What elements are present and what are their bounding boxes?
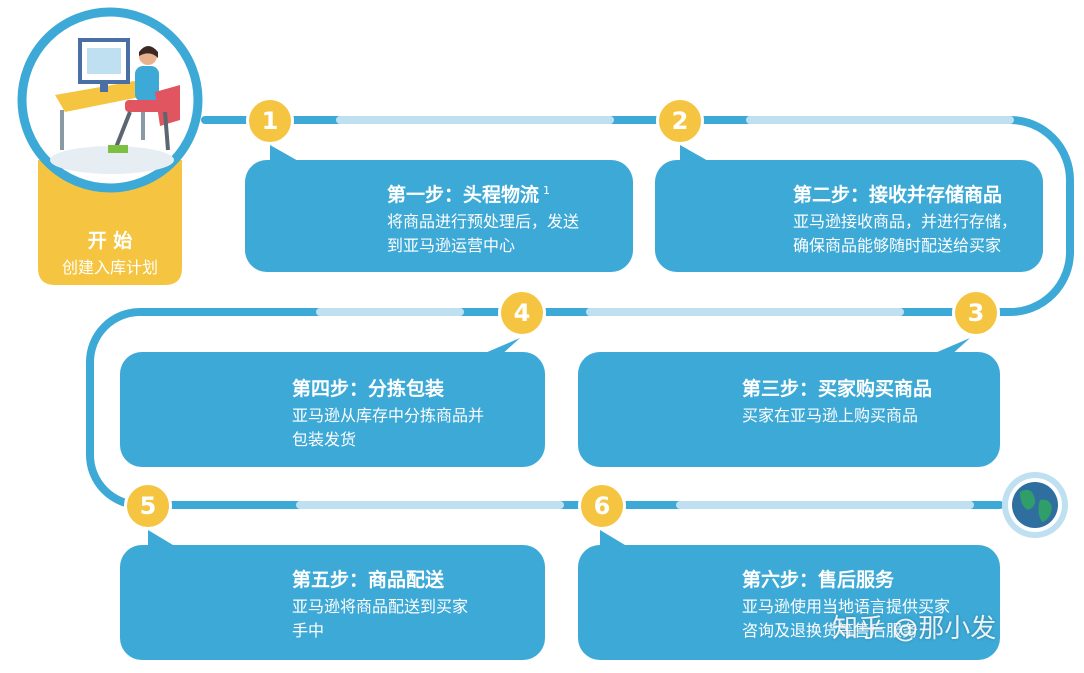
- start-subtitle: 创建入库计划: [61, 258, 158, 277]
- step-badge-2: 2: [656, 97, 704, 145]
- step-badge-1: 1: [246, 97, 294, 145]
- watermark: 知乎 @那小发: [832, 614, 997, 644]
- step-desc: 买家在亚马逊上购买商品: [742, 406, 919, 425]
- step-card-5: 第五步：商品配送 亚马逊将商品配送到买家手中: [120, 545, 545, 660]
- step-title: 第四步：分拣包装: [292, 378, 445, 400]
- step-badge-3: 3: [952, 289, 1000, 337]
- footnote-marker: 1: [543, 183, 551, 197]
- start-block: [17, 7, 203, 285]
- flow-path: [86, 116, 1074, 509]
- step-card-2: 第二步：接收并存储商品 亚马逊接收商品，并进行存储，确保商品能够随时配送给买家: [655, 160, 1043, 272]
- step-desc: 亚马逊使用当地语言提供买家咨询及退换货等售后服务: [742, 597, 951, 640]
- step-title: 第六步：售后服务: [742, 569, 895, 591]
- step-title: 第三步：买家购买商品: [742, 378, 933, 400]
- step-desc: 亚马逊接收商品，并进行存储，确保商品能够随时配送给买家: [793, 212, 1018, 255]
- step-desc: 亚马逊从库存中分拣商品并包装发货: [292, 406, 485, 449]
- step-card-3: 第三步：买家购买商品 买家在亚马逊上购买商品: [578, 352, 1000, 467]
- step-desc: 将商品进行预处理后，发送到亚马逊运营中心: [387, 212, 580, 255]
- start-panel: [38, 160, 182, 285]
- step-badge-4: 4: [498, 289, 546, 337]
- step-card-6: 第六步：售后服务 亚马逊使用当地语言提供买家咨询及退换货等售后服务: [578, 545, 1000, 660]
- person-at-desk-icon: [50, 38, 180, 174]
- step-card-4: 第四步：分拣包装 亚马逊从库存中分拣商品并包装发货: [120, 352, 545, 467]
- step-badge-5: 5: [124, 482, 172, 530]
- step-desc: 亚马逊将商品配送到买家手中: [292, 597, 469, 640]
- step-title: 第五步：商品配送: [292, 569, 445, 591]
- step-badge-6: 6: [578, 482, 626, 530]
- step-title: 第二步：接收并存储商品: [793, 184, 1003, 206]
- globe-icon: [1002, 472, 1068, 538]
- start-title: 开 始: [87, 230, 133, 252]
